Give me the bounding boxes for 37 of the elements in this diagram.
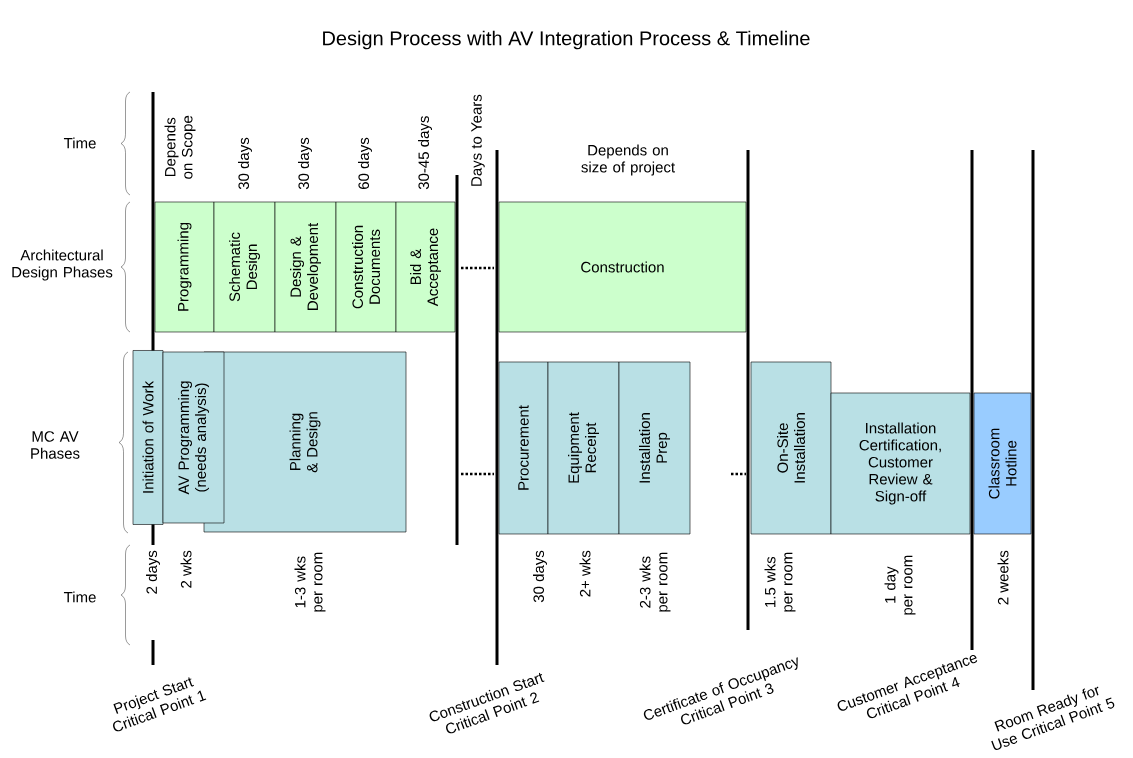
duration-label: 2 days <box>146 550 160 594</box>
title: Design Process with AV Integration Process & Timeline <box>323 30 810 50</box>
duration-label: 60 days <box>358 137 372 189</box>
phase-box: Programming <box>154 201 215 333</box>
phase-box: Installation Prep <box>618 361 691 535</box>
row-label: Architectural Design Phases <box>12 249 113 281</box>
duration-label: 2 wks <box>180 550 192 588</box>
duration-label: Days to Years <box>471 94 485 186</box>
phase-box: Classroom Hotline <box>973 392 1032 535</box>
duration-label: 2 weeks <box>997 550 1009 605</box>
phase-box: Equipment Receipt <box>547 361 620 535</box>
phase-box: AV Programming (needs analysis) <box>162 351 225 524</box>
phase-box: Construction Documents <box>335 201 397 333</box>
phase-box: Schematic Design <box>213 201 276 333</box>
milestone-label: Room Ready for Use Critical Point 5 <box>991 686 1115 750</box>
duration-label: 2+ wks <box>579 550 591 597</box>
phase-box: Construction <box>498 201 747 333</box>
phase-box: Procurement <box>498 361 549 535</box>
phase-box: Design & Development <box>274 201 337 333</box>
row-label: MC AV Phases <box>31 431 80 459</box>
duration-label: 30 days <box>238 137 252 190</box>
duration-label: 30 days <box>298 137 312 190</box>
phase-box: Installation Certification, Customer Review & Sign-off <box>830 392 971 535</box>
phase-box: Bid & Acceptance <box>395 201 456 333</box>
duration-label: Depends on Scope <box>164 115 196 179</box>
phase-box: Initiation of Work <box>132 350 164 525</box>
duration-label: 30-45 days <box>418 116 432 190</box>
duration-label: Depends on size of project <box>581 144 675 176</box>
phase-box: On-Site Installation <box>750 361 832 535</box>
duration-label: 30 days <box>533 550 547 603</box>
duration-label: 1 day per room <box>884 555 916 615</box>
row-label: Time <box>63 591 96 603</box>
row-label: Time <box>63 137 96 149</box>
duration-label: 1.5 wks per room <box>764 552 796 612</box>
duration-label: 2-3 wks per room <box>639 552 671 612</box>
milestone-label: Project Start Critical Point 1 <box>113 677 207 732</box>
duration-label: 1-3 wks per room <box>294 552 326 612</box>
